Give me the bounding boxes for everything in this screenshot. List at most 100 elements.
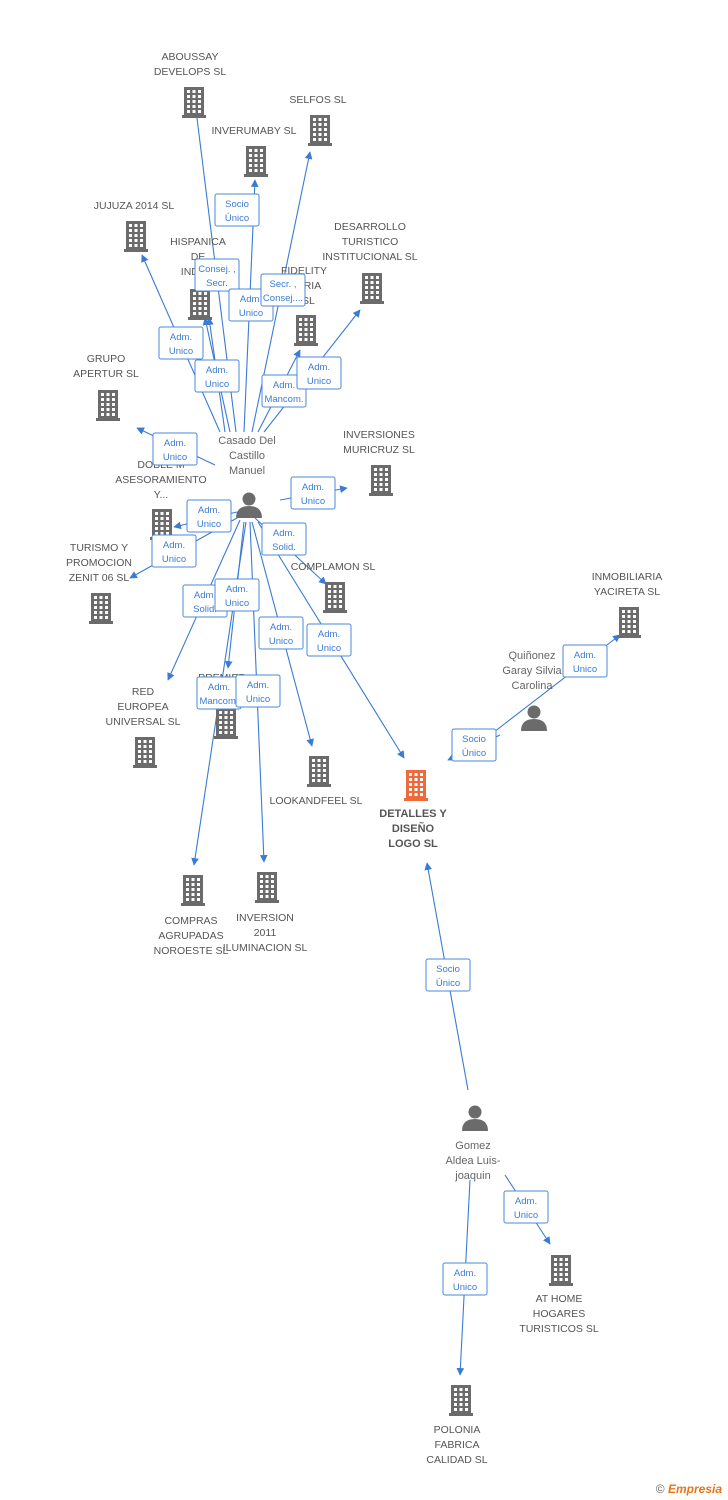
relation-label-premier[interactable]: Adm.Unico xyxy=(214,578,260,612)
person-label-casado-line: Castillo xyxy=(229,450,265,462)
relation-text-line: Unico xyxy=(239,308,263,319)
relation-text-line: Adm. xyxy=(163,540,185,551)
company-icon-inversion2011[interactable] xyxy=(255,872,279,903)
company-icon-complamon[interactable] xyxy=(323,582,347,613)
relation-text-line: Unico xyxy=(573,664,597,675)
relation-text-line: Unico xyxy=(317,643,341,654)
relation-label-jujuza[interactable]: Adm.Unico xyxy=(158,326,204,360)
relation-text-line: Adm. xyxy=(273,380,295,391)
company-icon-premier[interactable] xyxy=(214,708,238,739)
relation-label-athome[interactable]: Adm.Unico xyxy=(503,1190,549,1224)
relation-label-polonia[interactable]: Adm.Unico xyxy=(442,1262,488,1296)
person-icon-casado[interactable] xyxy=(236,492,262,519)
relation-label-inversion2011[interactable]: Adm.Unico xyxy=(235,674,281,708)
company-label-aboussay-line: ABOUSSAY xyxy=(162,51,219,63)
relation-label-complamon[interactable]: Adm.Solid. xyxy=(261,522,307,556)
relation-label-desarrollo[interactable]: Adm.Unico xyxy=(296,356,342,390)
relation-label-inversiones[interactable]: Adm.Unico xyxy=(290,476,336,510)
relation-text: Adm.Unico xyxy=(246,680,270,705)
company-icon-selfos[interactable] xyxy=(308,115,332,146)
relation-label-hispanica2[interactable]: Adm.Unico xyxy=(194,359,240,393)
company-label-detalles: DETALLES Y DISEÑO LOGO SL xyxy=(379,808,447,850)
company-label-inversion2011-line: 2011 xyxy=(254,927,277,939)
relation-text-line: Adm. xyxy=(454,1268,476,1279)
person-icon-gomez[interactable] xyxy=(462,1105,488,1132)
person-label-quinonez-line: Quiñonez xyxy=(508,650,555,662)
person-icon-quinonez[interactable] xyxy=(521,705,547,732)
company-label-detalles-line: LOGO SL xyxy=(388,838,438,850)
relation-text-line: Unico xyxy=(197,519,221,530)
relation-text-line: Adm. xyxy=(302,482,324,493)
relation-text-line: Adm. xyxy=(206,365,228,376)
company-label-selfos: SELFOS SL xyxy=(289,94,346,106)
relation-label-turismo[interactable]: Adm.Unico xyxy=(151,534,197,568)
company-label-turismo-line: ZENIT 06 SL xyxy=(69,572,130,584)
relation-label-lookandfeel[interactable]: Adm.Unico xyxy=(258,616,304,650)
company-label-athome-line: TURISTICOS SL xyxy=(519,1323,599,1335)
company-icon-desarrollo[interactable] xyxy=(360,273,384,304)
relation-label-inmobiliaria[interactable]: Adm.Unico xyxy=(562,644,608,678)
relation-text-line: Mancom. xyxy=(199,696,238,707)
relation-text-line: Unico xyxy=(269,636,293,647)
company-icon-red[interactable] xyxy=(133,737,157,768)
company-label-inversion2011-line: ILUMINACION SL xyxy=(223,942,308,954)
relation-text: Consej. ,Secr. xyxy=(198,264,236,289)
company-label-inmobiliaria-line: INMOBILIARIA xyxy=(592,571,663,583)
relation-text: Adm.Unico xyxy=(453,1268,477,1293)
relation-label-compras[interactable]: Adm.Mancom. xyxy=(196,676,242,710)
company-icon-inversiones[interactable] xyxy=(369,465,393,496)
company-label-detalles-line: DETALLES Y xyxy=(379,808,447,820)
relation-label-doble[interactable]: Adm. Unico xyxy=(186,499,232,533)
company-icon-inverumaby[interactable] xyxy=(244,146,268,177)
company-icon-inmobiliaria[interactable] xyxy=(617,607,641,638)
relation-text: Adm.Unico xyxy=(269,622,293,647)
company-icon-detalles[interactable] xyxy=(404,770,428,801)
footer-brand[interactable]: © Empresia xyxy=(656,1482,722,1496)
relation-text-line: Adm. xyxy=(198,505,220,516)
company-icon-aboussay[interactable] xyxy=(182,87,206,118)
relation-text-line: Adm. xyxy=(515,1196,537,1207)
company-icon-hispanica[interactable] xyxy=(188,289,212,320)
company-icon-jujuza[interactable] xyxy=(124,221,148,252)
company-icon-compras[interactable] xyxy=(181,875,205,906)
company-label-polonia-line: FABRICA xyxy=(435,1439,480,1451)
company-icon-polonia[interactable] xyxy=(449,1385,473,1416)
company-icon-turismo[interactable] xyxy=(89,593,113,624)
company-label-grupo-line: GRUPO xyxy=(87,353,126,365)
company-label-desarrollo-line: DESARROLLO xyxy=(334,221,406,233)
company-label-complamon-line: COMPLAMON SL xyxy=(291,561,376,573)
company-label-doble-line: Y... xyxy=(154,489,168,501)
company-label-inverumaby: INVERUMABY SL xyxy=(212,125,297,137)
relation-text-line: Único xyxy=(462,748,486,759)
relation-label-detalles[interactable]: Adm. Unico xyxy=(306,623,352,657)
relation-label-fidelity2[interactable]: Adm.Mancom. xyxy=(261,374,307,408)
company-label-selfos-line: SELFOS SL xyxy=(289,94,346,106)
company-label-hispanica-line: HISPANICA xyxy=(170,236,226,248)
relation-label-grupo[interactable]: Adm.Unico xyxy=(152,432,198,466)
company-label-complamon: COMPLAMON SL xyxy=(291,561,376,573)
company-label-lookandfeel-line: LOOKANDFEEL SL xyxy=(270,795,363,807)
company-icon-athome[interactable] xyxy=(549,1255,573,1286)
company-icon-lookandfeel[interactable] xyxy=(307,756,331,787)
relation-text-line: Adm. xyxy=(318,629,340,640)
relation-text-line: Adm. xyxy=(170,332,192,343)
company-icon-grupo[interactable] xyxy=(96,390,120,421)
relation-text: Adm.Unico xyxy=(205,365,229,390)
relation-label-hispanica[interactable]: Consej. ,Secr. xyxy=(194,258,240,292)
company-label-compras-line: NOROESTE SL xyxy=(154,945,229,957)
company-icon-fidelity[interactable] xyxy=(294,315,318,346)
company-label-detalles-line: DISEÑO xyxy=(392,822,435,835)
relation-text-line: Único xyxy=(225,213,249,224)
relation-text: Adm.Mancom. xyxy=(264,380,303,405)
relation-label-fidelity[interactable]: Secr. ,Consej.... xyxy=(260,273,306,307)
